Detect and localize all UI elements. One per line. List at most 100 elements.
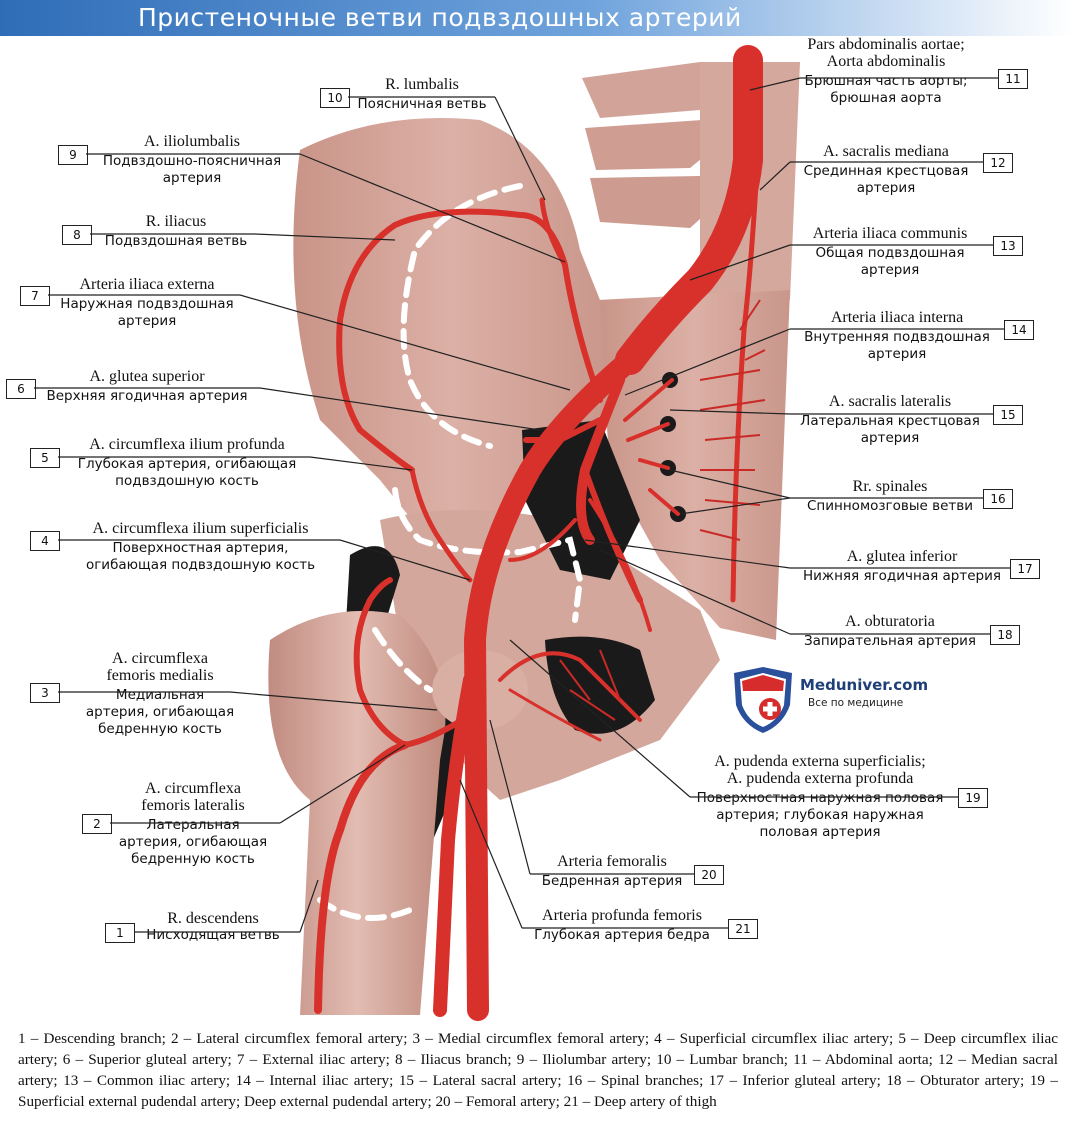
label-19-russian-line2: артерия; глубокая наружная [716, 807, 924, 823]
label-11: Pars abdominalis aortae; Aorta abdominal… [786, 36, 986, 107]
label-15-latin: A. sacralis lateralis [828, 393, 952, 410]
label-12: A. sacralis mediana Срединная крестцовая… [786, 143, 986, 197]
label-14-latin: Arteria iliaca interna [830, 309, 964, 326]
label-number-20: 20 [694, 865, 724, 885]
label-11-latin-line2: Aorta abdominalis [826, 53, 946, 70]
label-4-latin: A. circumflexa ilium superficialis [92, 520, 309, 537]
label-20-latin: Arteria femoralis [557, 853, 667, 870]
label-15-russian-line2: артерия [860, 430, 920, 446]
label-4: A. circumflexa ilium superficialis Повер… [68, 520, 333, 574]
lumbar-vertebrae [582, 62, 800, 300]
label-12-latin: A. sacralis mediana [823, 143, 949, 160]
label-8-latin: R. iliacus [145, 213, 207, 230]
label-2-russian-line3: бедренную кость [131, 851, 255, 867]
label-17: A. glutea inferior Нижняя ягодичная арте… [792, 548, 1012, 585]
label-number-1: 1 [105, 923, 135, 943]
label-21: Arteria profunda femoris Глубокая артери… [522, 907, 722, 944]
meduniver-logo: Meduniver.com Все по медицине [728, 665, 948, 735]
label-number-10: 10 [320, 88, 350, 108]
label-number-7: 7 [20, 286, 50, 306]
label-19-latin-line2: A. pudenda externa profunda [726, 770, 914, 787]
label-19-russian-line1: Поверхностная наружная половая [696, 790, 944, 806]
label-18: A. obturatoria Запирательная артерия [790, 613, 990, 650]
label-11-russian-line2: брюшная аорта [830, 90, 942, 106]
label-3: A. circumflexa femoris medialis Медиальн… [70, 650, 250, 738]
label-10-latin: R. lumbalis [385, 76, 459, 93]
label-18-russian: Запирательная артерия [803, 633, 977, 649]
label-11-russian-line1: Брюшная часть аорты; [804, 73, 968, 89]
logo-subtitle: Все по медицине [808, 697, 904, 709]
label-number-9: 9 [58, 145, 88, 165]
label-3-russian-line2: артерия, огибающая [85, 704, 235, 720]
label-17-russian: Нижняя ягодичная артерия [803, 568, 1001, 584]
label-number-4: 4 [30, 531, 60, 551]
label-3-latin-line2: femoris medialis [106, 667, 214, 684]
femur [268, 610, 528, 1015]
label-3-russian-line1: Медиальная [115, 687, 205, 703]
label-number-19: 19 [958, 788, 988, 808]
label-6: A. glutea superior Верхняя ягодичная арт… [36, 368, 258, 405]
label-number-18: 18 [990, 625, 1020, 645]
label-2-russian-line2: артерия, огибающая [118, 834, 268, 850]
logo-name: Meduniver.com [800, 676, 929, 694]
page-title: Пристеночные ветви подвздошных артерий [138, 3, 742, 32]
label-number-14: 14 [1004, 320, 1034, 340]
label-number-6: 6 [6, 379, 36, 399]
label-8: R. iliacus Подвздошная ветвь [96, 213, 256, 250]
label-10: R. lumbalis Поясничная ветвь [352, 76, 492, 113]
label-18-latin: A. obturatoria [845, 613, 935, 630]
label-1: R. descendens Нисходящая ветвь [138, 910, 288, 944]
label-10-russian: Поясничная ветвь [357, 96, 487, 112]
label-2: A. circumflexa femoris lateralis Латерал… [118, 780, 268, 868]
label-20-russian: Бедренная артерия [541, 873, 683, 889]
title-bar: Пристеночные ветви подвздошных артерий [0, 0, 1072, 36]
label-number-5: 5 [30, 448, 60, 468]
label-21-russian: Глубокая артерия бедра [534, 927, 710, 943]
label-13-latin: Arteria iliaca communis [812, 225, 968, 242]
label-number-2: 2 [82, 814, 112, 834]
label-7-latin: Arteria iliaca externa [79, 276, 215, 293]
label-7-russian-line1: Наружная подвздошная [60, 296, 234, 312]
label-16-russian: Спинномозговые ветви [807, 498, 973, 514]
label-number-3: 3 [30, 683, 60, 703]
label-21-latin: Arteria profunda femoris [542, 907, 702, 924]
label-14-russian-line1: Внутренняя подвздошная [804, 329, 990, 345]
label-11-latin-line1: Pars abdominalis aortae; [807, 36, 965, 53]
label-number-8: 8 [62, 225, 92, 245]
label-6-latin: A. glutea superior [89, 368, 205, 385]
label-number-16: 16 [983, 489, 1013, 509]
label-2-russian-line1: Латеральная [146, 817, 240, 833]
shield-cross-icon [734, 667, 792, 733]
label-6-russian: Верхняя ягодичная артерия [46, 388, 248, 404]
label-16-latin: Rr. spinales [852, 478, 928, 495]
label-9-latin: A. iliolumbalis [144, 133, 240, 150]
label-8-russian: Подвздошная ветвь [104, 233, 248, 249]
label-15: A. sacralis lateralis Латеральная крестц… [790, 393, 990, 447]
label-3-russian-line3: бедренную кость [98, 721, 222, 737]
label-number-17: 17 [1010, 559, 1040, 579]
label-number-15: 15 [993, 405, 1023, 425]
label-12-russian-line1: Срединная крестцовая [803, 163, 969, 179]
label-20: Arteria femoralis Бедренная артерия [532, 853, 692, 890]
label-9: A. iliolumbalis Подвздошно-поясничная ар… [92, 133, 292, 187]
label-9-russian-line2: артерия [162, 170, 222, 186]
label-13-russian-line1: Общая подвздошная [815, 245, 965, 261]
label-2-latin-line2: femoris lateralis [141, 797, 245, 814]
label-5-latin: A. circumflexa ilium profunda [89, 436, 285, 453]
label-1-latin: R. descendens [167, 910, 259, 927]
label-12-russian-line2: артерия [856, 180, 916, 196]
label-5-russian-line2: подвздошную кость [115, 473, 259, 489]
label-5-russian-line1: Глубокая артерия, огибающая [77, 456, 297, 472]
label-19-russian-line3: половая артерия [759, 824, 881, 840]
label-2-latin-line1: A. circumflexa [145, 780, 241, 797]
label-13: Arteria iliaca communis Общая подвздошна… [790, 225, 990, 279]
label-19: A. pudenda externa superficialis; A. pud… [690, 753, 950, 841]
label-number-12: 12 [983, 153, 1013, 173]
label-16: Rr. spinales Спинномозговые ветви [790, 478, 990, 515]
label-number-21: 21 [728, 919, 758, 939]
label-14: Arteria iliaca interna Внутренняя подвзд… [790, 309, 1004, 363]
label-7: Arteria iliaca externa Наружная подвздош… [52, 276, 242, 330]
label-13-russian-line2: артерия [860, 262, 920, 278]
label-1-russian: Нисходящая ветвь [146, 927, 280, 943]
label-4-russian-line1: Поверхностная артерия, [112, 540, 289, 556]
